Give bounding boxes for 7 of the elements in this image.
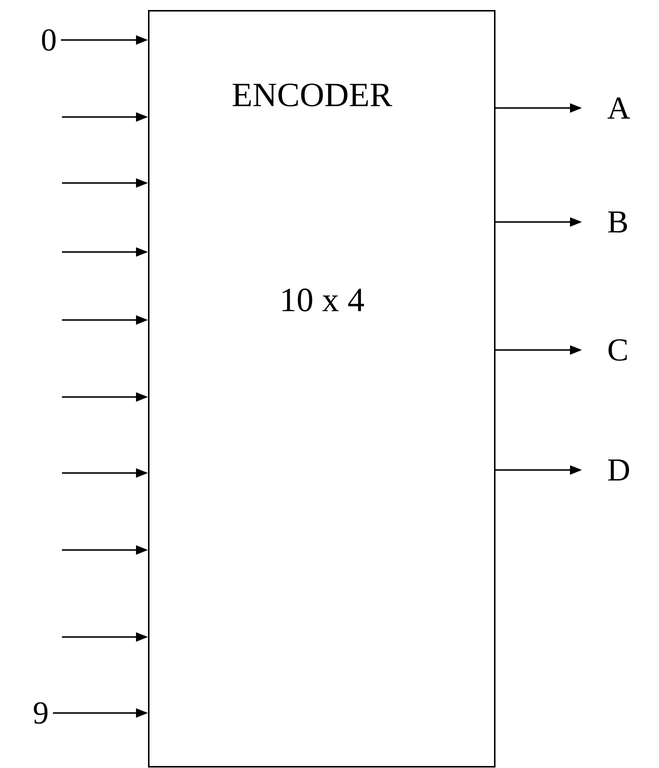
signal-label: B (608, 211, 627, 233)
signal-label: C (608, 339, 627, 361)
signal-label: D (608, 460, 630, 481)
signal-label: A (608, 97, 630, 119)
encoder-block: ENCODER 10 x 4 (148, 10, 496, 768)
signal-label: 9 (34, 702, 48, 724)
signal-label: 0 (42, 29, 56, 51)
